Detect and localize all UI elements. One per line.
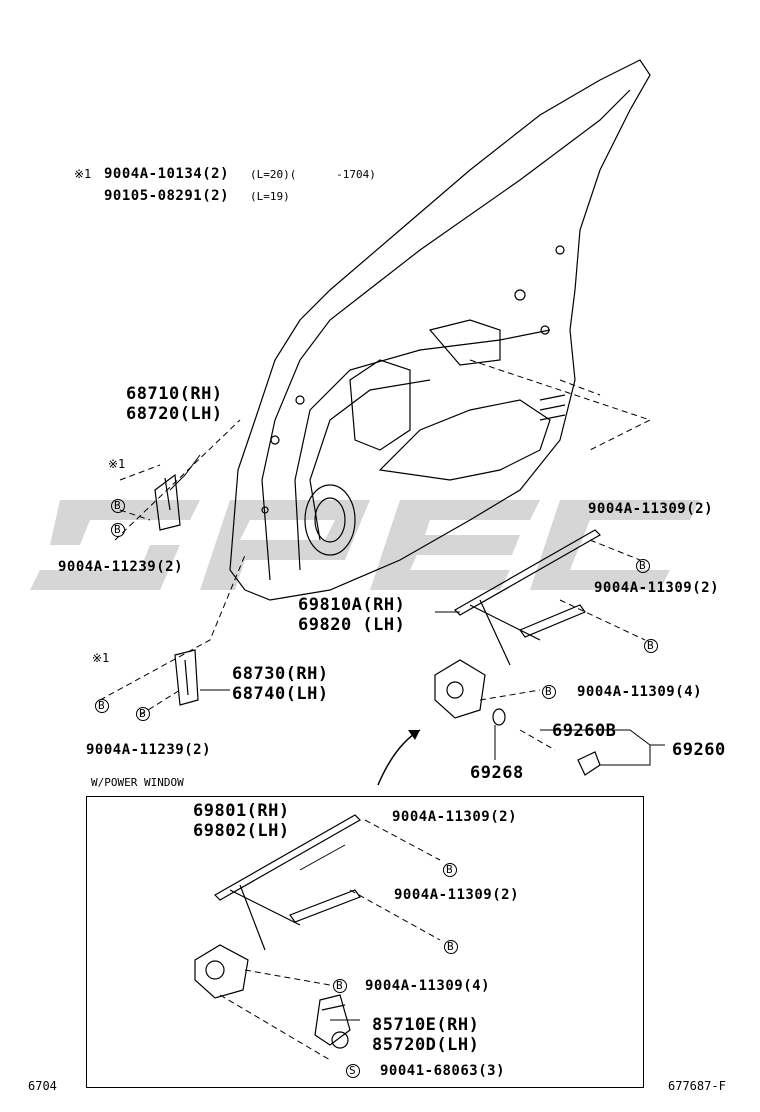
hinge-lower-rh: 68730(RH) bbox=[232, 664, 329, 684]
regulator-rh: 69810A(RH) bbox=[298, 595, 406, 615]
bolt-symbol-9 bbox=[444, 940, 458, 954]
hinge-lower-lh: 68740(LH) bbox=[232, 684, 329, 704]
screw-symbol bbox=[346, 1064, 360, 1078]
inset-bolt-2: 9004A-11309(2) bbox=[394, 887, 520, 903]
bolt-letter-10: B bbox=[336, 979, 343, 992]
bolt-letter-2: B bbox=[114, 523, 121, 536]
bolt-letter-9: B bbox=[447, 940, 454, 953]
hinge-upper-mark: ※1 bbox=[108, 457, 126, 471]
inset-box bbox=[86, 796, 644, 1088]
page-code-right: 677687-F bbox=[668, 1079, 726, 1093]
inset-arrow-head bbox=[408, 730, 420, 740]
bolt-letter-5: B bbox=[639, 559, 646, 572]
bolt-symbol-2 bbox=[111, 523, 125, 537]
bolt-symbol-3 bbox=[95, 699, 109, 713]
note-part-2: 90105-08291(2) bbox=[104, 188, 230, 204]
bolt-letter-1: B bbox=[114, 499, 121, 512]
inset-regulator-rh: 69801(RH) bbox=[193, 801, 290, 821]
inset-arrow bbox=[377, 729, 421, 786]
note-cond-1: (L=20)( -1704) bbox=[250, 168, 376, 181]
screw-letter: S bbox=[349, 1064, 356, 1077]
regulator-lh: 69820 (LH) bbox=[298, 615, 406, 635]
hinge-upper-lh: 68720(LH) bbox=[126, 404, 223, 424]
bolt-symbol-6 bbox=[644, 639, 658, 653]
inset-bolt-3: 9004A-11309(4) bbox=[365, 978, 491, 994]
screw-part: 90041-68063(3) bbox=[380, 1063, 506, 1079]
washer-part: 69268 bbox=[470, 763, 524, 783]
bolt-regulator-3: 9004A-11309(4) bbox=[577, 684, 703, 700]
bolt-letter-3: B bbox=[98, 699, 105, 712]
inset-regulator-lh: 69802(LH) bbox=[193, 821, 290, 841]
inset-motor bbox=[314, 994, 351, 1049]
window-regulator bbox=[434, 529, 601, 719]
watermark-logo bbox=[30, 500, 700, 590]
bolt-letter-6: B bbox=[647, 639, 654, 652]
page-code-left: 6704 bbox=[28, 1079, 57, 1093]
motor-lh: 85720D(LH) bbox=[372, 1035, 480, 1055]
inset-title: W/POWER WINDOW bbox=[91, 776, 184, 789]
bolt-symbol-1 bbox=[111, 499, 125, 513]
hinge-upper-rh: 68710(RH) bbox=[126, 384, 223, 404]
motor-rh: 85710E(RH) bbox=[372, 1015, 480, 1035]
note-mark: ※1 bbox=[74, 167, 92, 181]
bolt-letter-4: B bbox=[139, 707, 146, 720]
bolt-regulator-1: 9004A-11309(2) bbox=[588, 501, 714, 517]
hinge-lower-mark: ※1 bbox=[92, 651, 110, 665]
leader-lines bbox=[99, 359, 652, 1061]
bolt-regulator-2: 9004A-11309(2) bbox=[594, 580, 720, 596]
note-part-1: 9004A-10134(2) bbox=[104, 166, 230, 182]
inset-regulator bbox=[194, 814, 361, 999]
door-frame bbox=[229, 59, 651, 601]
bolt-hinge-lower: 9004A-11239(2) bbox=[86, 742, 212, 758]
callout-lines bbox=[169, 454, 665, 1021]
inset-bolt-1: 9004A-11309(2) bbox=[392, 809, 518, 825]
hinges bbox=[154, 473, 199, 706]
bolt-letter-7: B bbox=[545, 685, 552, 698]
bolt-symbol-4 bbox=[136, 707, 150, 721]
bolt-symbol-10 bbox=[333, 979, 347, 993]
bolt-letter-8: B bbox=[446, 863, 453, 876]
note-cond-2: (L=19) bbox=[250, 190, 290, 203]
bolt-symbol-8 bbox=[443, 863, 457, 877]
bolt-hinge-upper: 9004A-11239(2) bbox=[58, 559, 184, 575]
handle-sub-part: 69260B bbox=[552, 721, 617, 741]
handle-part: 69260 bbox=[672, 740, 726, 760]
bolt-symbol-7 bbox=[542, 685, 556, 699]
bolt-symbol-5 bbox=[636, 559, 650, 573]
